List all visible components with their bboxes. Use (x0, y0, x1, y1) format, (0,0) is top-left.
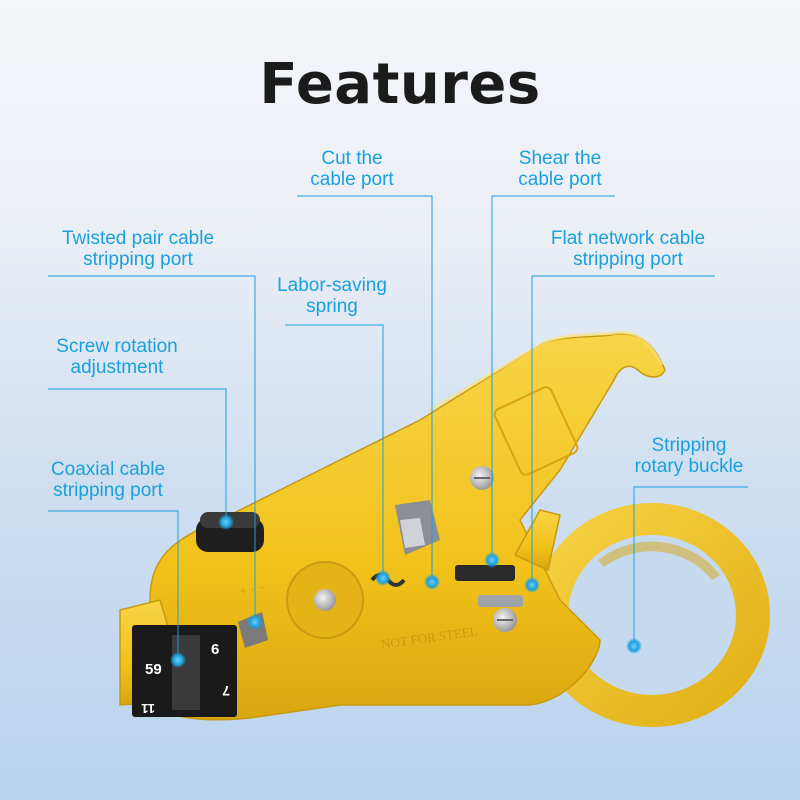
leader-buckle (633, 486, 748, 646)
dot-coaxial (170, 652, 186, 668)
label-twisted-pair: Twisted pair cable stripping port (61, 228, 215, 270)
dot-screw (218, 514, 234, 530)
blade-cassette: 59 6 7 11 (132, 625, 237, 717)
label-cut-port: Cut the cable port (310, 148, 394, 190)
page-title: Features (259, 52, 541, 117)
dot-spring (375, 570, 391, 586)
embossed-marks: + - - (237, 578, 265, 599)
dot-buckle (626, 638, 642, 654)
dot-twisted-pair (247, 614, 263, 630)
label-coaxial: Coaxial cable stripping port (50, 459, 166, 501)
blade-number-11: 11 (141, 701, 155, 716)
callout-dots (170, 514, 642, 668)
rotary-ring (534, 503, 770, 727)
label-shear-port: Shear the cable port (518, 148, 602, 190)
dot-cut-port (424, 574, 440, 590)
dot-flat-network (524, 577, 540, 593)
label-screw: Screw rotation adjustment (56, 336, 178, 378)
label-flat-network: Flat network cable stripping port (550, 228, 706, 270)
blade-number-59: 59 (145, 661, 162, 678)
leader-spring (285, 324, 384, 575)
blade-number-7: 7 (222, 683, 230, 699)
leader-screw (48, 388, 227, 520)
leader-shear-port (491, 195, 615, 560)
label-spring: Labor-saving spring (277, 275, 387, 317)
leader-twisted-pair (48, 275, 256, 622)
leader-lines (48, 195, 748, 658)
leader-coaxial (48, 510, 179, 658)
leader-flat-network (531, 275, 715, 585)
label-buckle: Stripping rotary buckle (634, 435, 744, 477)
leader-cut-port (297, 195, 433, 582)
blade-number-6: 6 (211, 641, 219, 658)
dot-shear-port (484, 552, 500, 568)
